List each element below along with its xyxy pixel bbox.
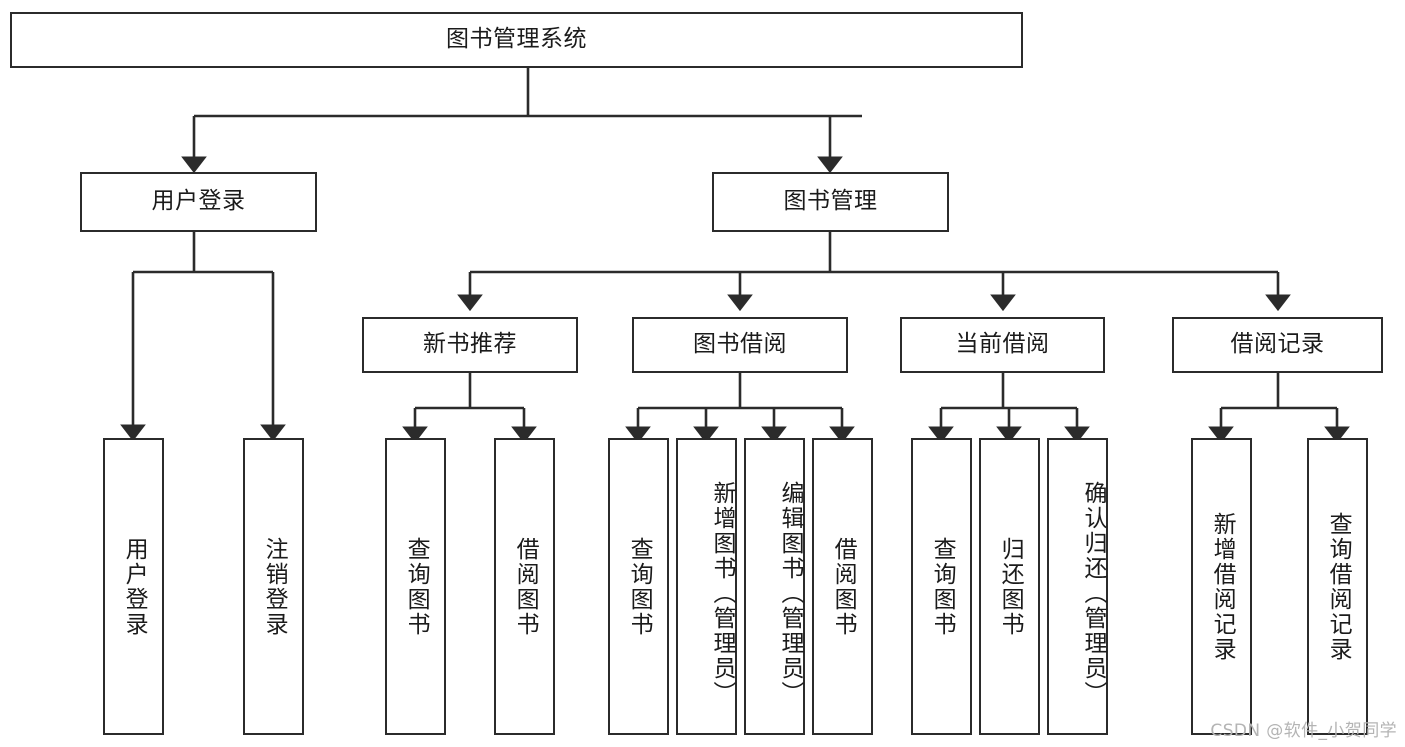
node-root-label: 图书管理系统 xyxy=(446,26,587,53)
node-leaf-current-return-book[interactable]: 归还图书 xyxy=(979,438,1040,735)
node-leaf-rec-borrow-book-label: 借阅图书 xyxy=(512,536,539,637)
node-leaf-borrow-edit-book-label: 编辑图书（管理员） xyxy=(777,481,803,706)
node-new-book-rec[interactable]: 新书推荐 xyxy=(362,317,578,373)
node-leaf-record-query-label: 查询借阅记录 xyxy=(1325,511,1352,662)
node-user-login[interactable]: 用户登录 xyxy=(80,172,317,232)
node-leaf-record-add-label: 新增借阅记录 xyxy=(1209,511,1236,662)
node-new-book-rec-label: 新书推荐 xyxy=(423,331,517,358)
node-borrow-record[interactable]: 借阅记录 xyxy=(1172,317,1383,373)
node-leaf-current-return-book-label: 归还图书 xyxy=(997,536,1024,637)
node-leaf-borrow-query-book-label: 查询图书 xyxy=(626,536,653,637)
node-leaf-current-confirm-return[interactable]: 确认归还（管理员） xyxy=(1047,438,1108,735)
node-leaf-user-login[interactable]: 用户登录 xyxy=(103,438,164,735)
node-leaf-rec-borrow-book[interactable]: 借阅图书 xyxy=(494,438,555,735)
node-leaf-borrow-add-book[interactable]: 新增图书（管理员） xyxy=(676,438,737,735)
node-book-manage-label: 图书管理 xyxy=(783,188,878,215)
node-leaf-user-logout[interactable]: 注销登录 xyxy=(243,438,304,735)
node-leaf-current-confirm-return-label: 确认归还（管理员） xyxy=(1080,481,1106,706)
node-book-manage[interactable]: 图书管理 xyxy=(712,172,949,232)
node-leaf-current-query-book-label: 查询图书 xyxy=(929,536,956,637)
node-borrow-record-label: 借阅记录 xyxy=(1230,331,1325,358)
node-leaf-borrow-edit-book[interactable]: 编辑图书（管理员） xyxy=(744,438,805,735)
node-root[interactable]: 图书管理系统 xyxy=(10,12,1023,68)
watermark-text: CSDN @软件_小贺同学 xyxy=(1210,721,1397,741)
node-leaf-borrow-borrow-book[interactable]: 借阅图书 xyxy=(812,438,873,735)
node-book-borrow-label: 图书借阅 xyxy=(693,331,787,358)
node-leaf-record-query[interactable]: 查询借阅记录 xyxy=(1307,438,1368,735)
node-book-borrow[interactable]: 图书借阅 xyxy=(632,317,848,373)
node-current-borrow[interactable]: 当前借阅 xyxy=(900,317,1105,373)
node-leaf-borrow-borrow-book-label: 借阅图书 xyxy=(830,536,857,637)
node-leaf-user-logout-label: 注销登录 xyxy=(261,536,288,637)
node-leaf-rec-query-book[interactable]: 查询图书 xyxy=(385,438,446,735)
node-current-borrow-label: 当前借阅 xyxy=(955,331,1050,358)
node-leaf-record-add[interactable]: 新增借阅记录 xyxy=(1191,438,1252,735)
node-leaf-rec-query-book-label: 查询图书 xyxy=(403,536,430,637)
node-user-login-label: 用户登录 xyxy=(151,188,246,215)
node-leaf-borrow-add-book-label: 新增图书（管理员） xyxy=(709,481,735,706)
node-leaf-current-query-book[interactable]: 查询图书 xyxy=(911,438,972,735)
node-leaf-borrow-query-book[interactable]: 查询图书 xyxy=(608,438,669,735)
node-leaf-user-login-label: 用户登录 xyxy=(121,536,148,637)
